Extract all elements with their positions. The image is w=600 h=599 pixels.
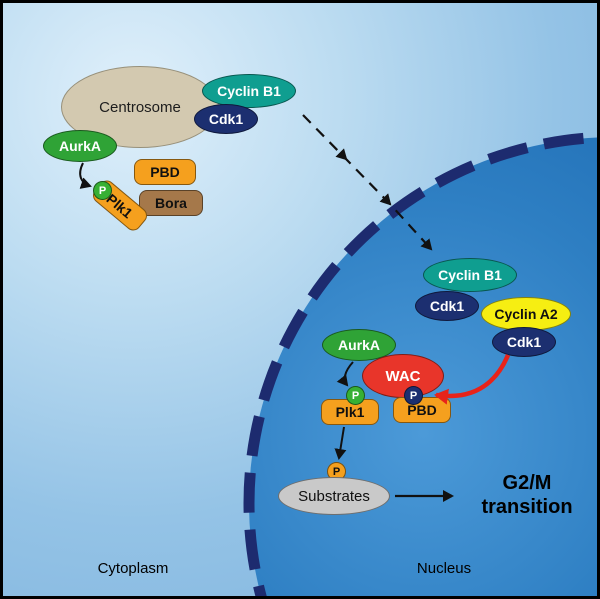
cyclin-a2: Cyclin A2	[481, 297, 571, 331]
plk1-substrates-arrow	[334, 426, 347, 460]
aurka-nucleus: AurkA	[322, 329, 396, 361]
pbd-nucleus-label: PBD	[407, 402, 437, 418]
nucleus-label: Nucleus	[416, 560, 472, 577]
cyclin-b1-nucleus: Cyclin B1	[423, 258, 517, 292]
cdk1-cyclin-a2-label: Cdk1	[506, 334, 542, 350]
phospho-plk1-nucleus-label: P	[351, 389, 360, 402]
substrates: Substrates	[278, 477, 390, 515]
plk1-nucleus-label: Plk1	[335, 404, 365, 420]
cdk1-cyclin-a2: Cdk1	[492, 327, 556, 357]
centrosome-label: Centrosome	[99, 98, 181, 116]
bora-label: Bora	[155, 195, 187, 211]
phospho-plk1-nucleus: P	[346, 386, 365, 405]
aurka-cytoplasm-label: AurkA	[58, 138, 101, 154]
cytoplasm-label: Cytoplasm	[97, 560, 169, 577]
aurka-phosphorylation-arrow-nucleus	[336, 361, 354, 387]
cyclin-b1-cytoplasm-label: Cyclin B1	[217, 83, 281, 99]
wac: WAC	[362, 354, 444, 398]
cdk1-cyclin-b1-nucleus-label: Cdk1	[429, 298, 465, 314]
phospho-pbd-nucleus-label: P	[409, 389, 418, 402]
cdk1-cyclin-b1-nucleus: Cdk1	[415, 291, 479, 321]
g2m-line1: G2/M	[502, 472, 552, 494]
wac-label: WAC	[385, 367, 421, 385]
aurka-phosphorylation-arrow-cytoplasm	[79, 162, 92, 189]
cdk1-cyclina2-activation-arrow	[434, 354, 511, 405]
aurka-cytoplasm: AurkA	[43, 130, 117, 162]
g2m-transition-text: G2/M transition	[456, 471, 597, 519]
cdk1-cytoplasm: Cdk1	[194, 104, 258, 134]
aurka-nucleus-label: AurkA	[337, 337, 380, 353]
g2m-line2: transition	[481, 496, 573, 518]
substrates-label: Substrates	[298, 487, 370, 505]
pbd-cytoplasm-label: PBD	[150, 164, 180, 180]
cyclin-b1-nucleus-label: Cyclin B1	[438, 267, 502, 283]
phospho-pbd-nucleus: P	[404, 386, 423, 405]
cdk1-cytoplasm-label: Cdk1	[208, 111, 244, 127]
cyclin-b1-cytoplasm: Cyclin B1	[202, 74, 296, 108]
phospho-substrates-label: P	[332, 465, 341, 478]
pbd-cytoplasm: PBD	[134, 159, 196, 185]
cyclin-a2-label: Cyclin A2	[494, 306, 558, 322]
dashed-translocation-arrow	[302, 114, 433, 251]
phospho-plk1-cytoplasm: P	[93, 181, 112, 200]
bora: Bora	[139, 190, 203, 216]
phospho-plk1-cytoplasm-label: P	[98, 184, 107, 197]
pbd-nucleus: PBD	[393, 397, 451, 423]
